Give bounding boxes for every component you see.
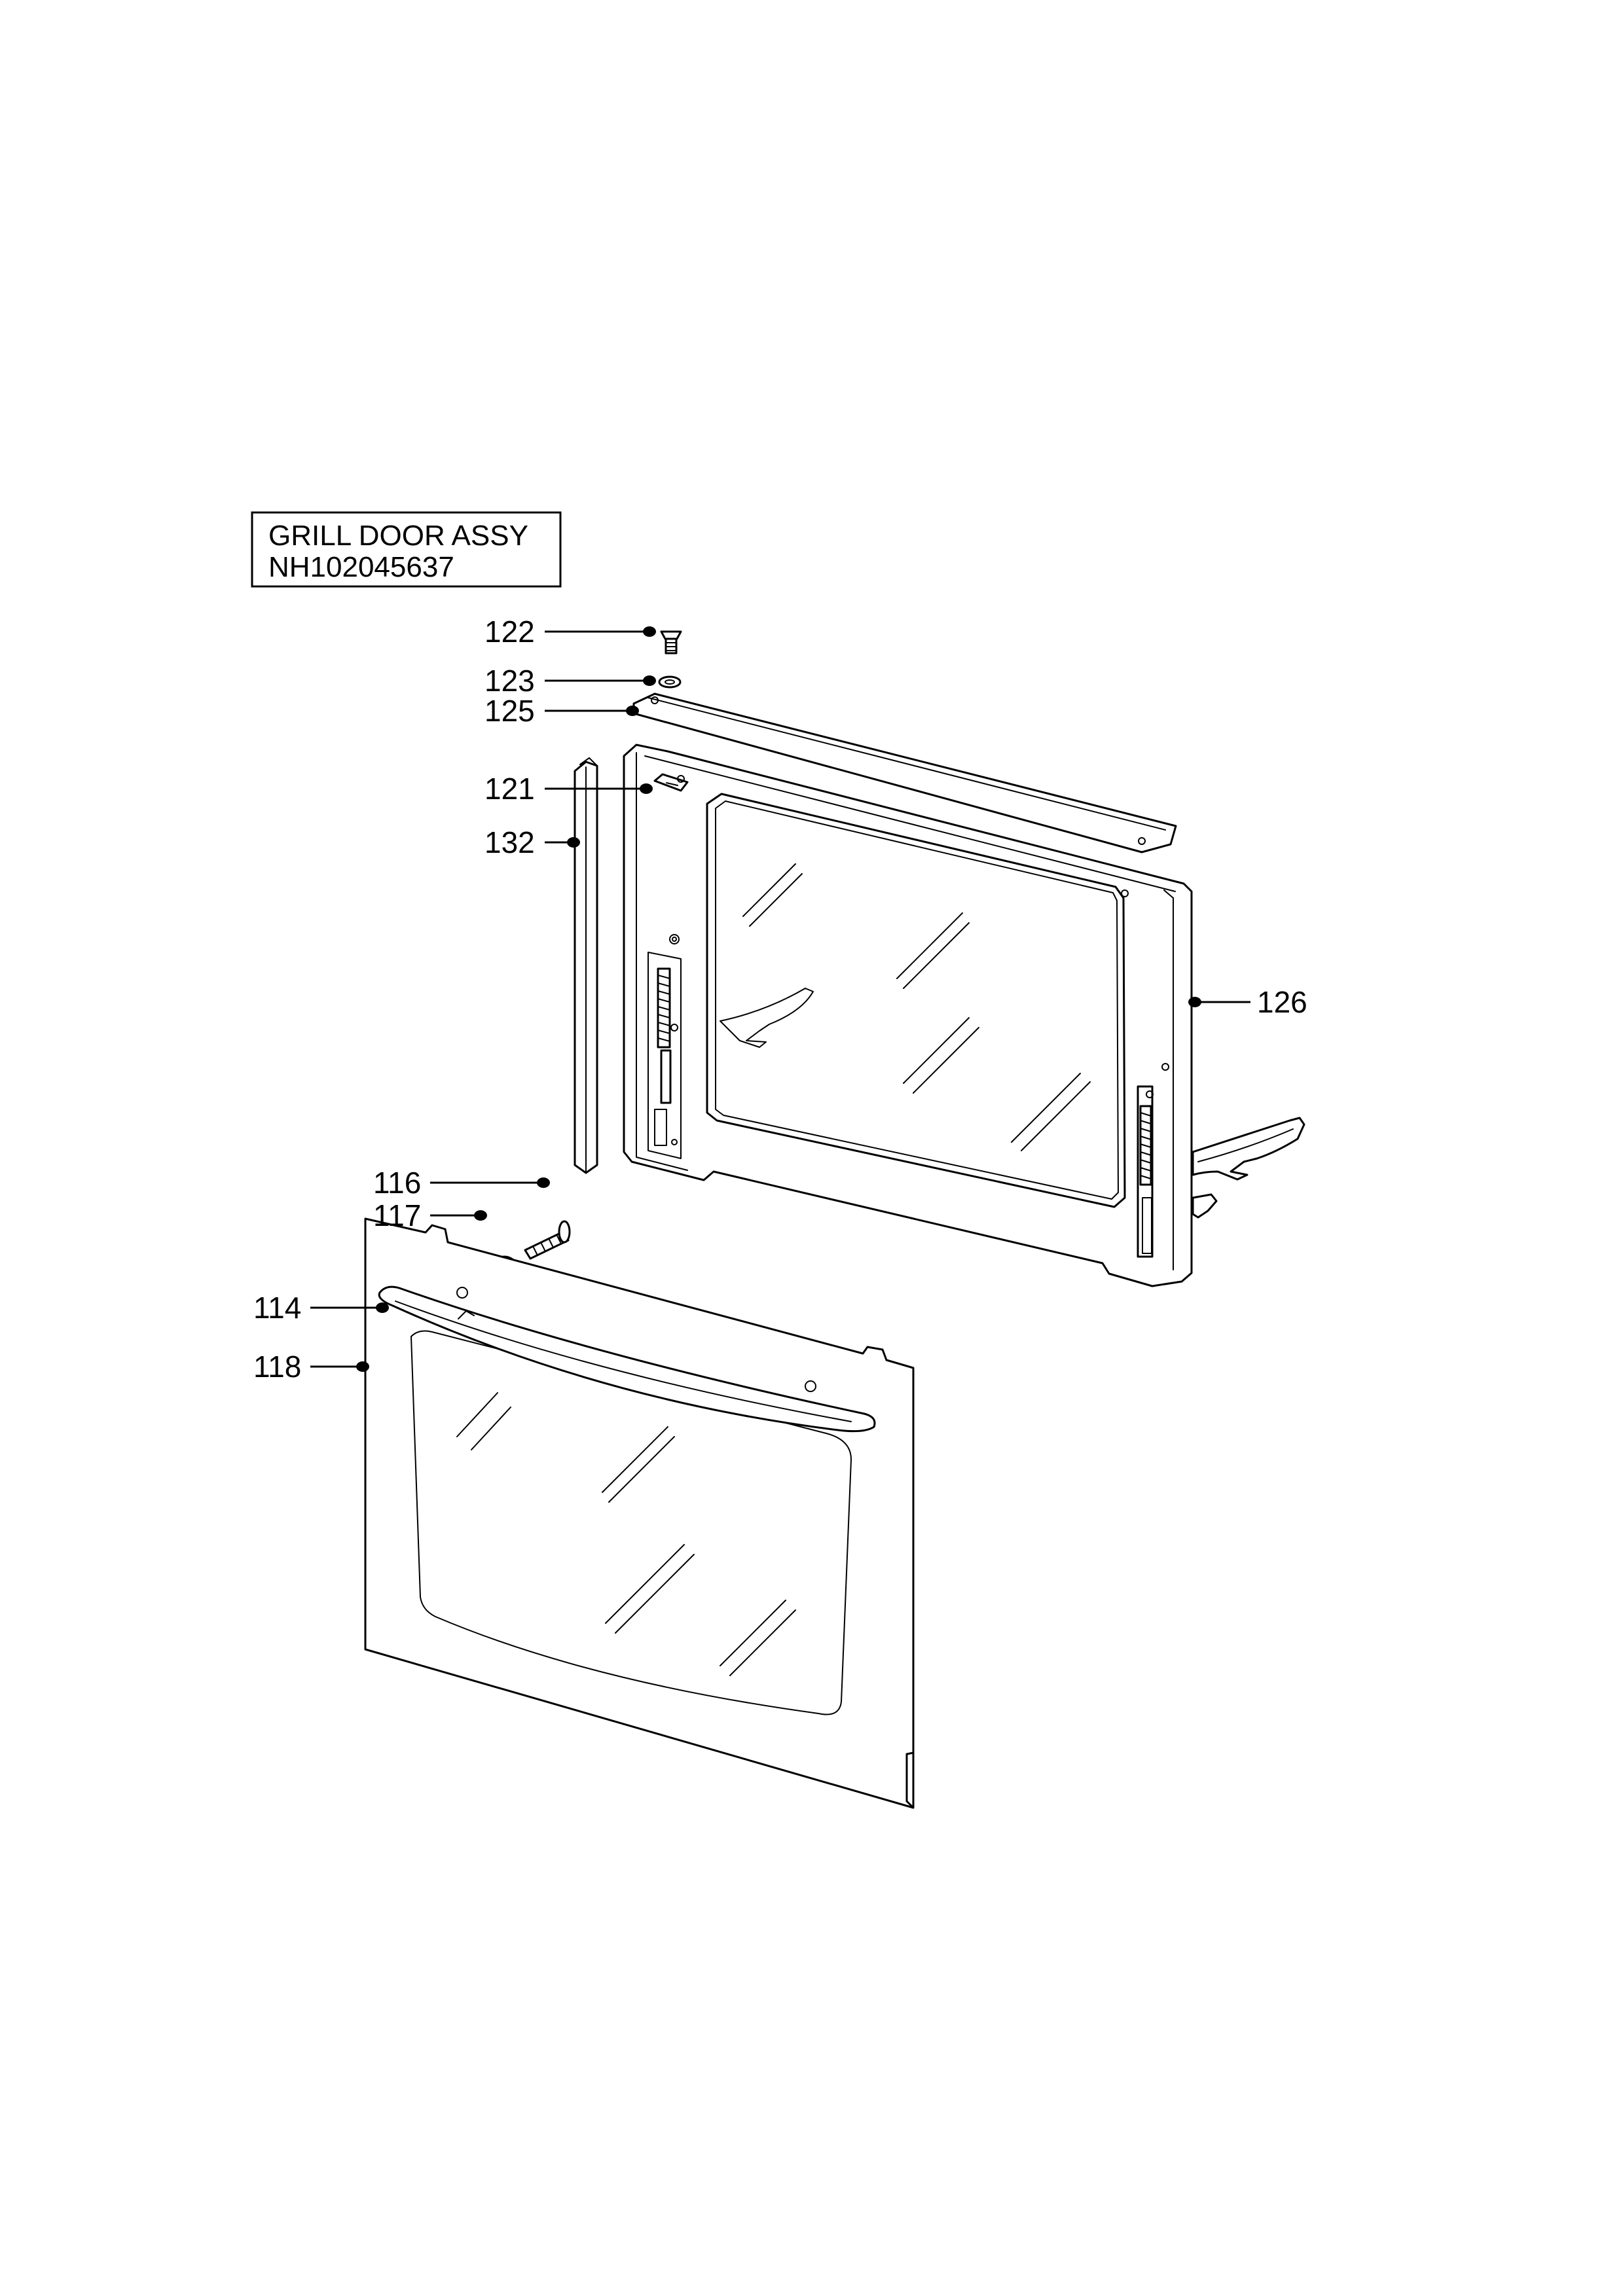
callout-label-132: 132 bbox=[484, 825, 535, 859]
callout-label-118: 118 bbox=[253, 1350, 301, 1384]
part-122-screw bbox=[660, 630, 682, 655]
callout-125: 125 bbox=[484, 694, 639, 728]
assembly-title: GRILL DOOR ASSY bbox=[268, 520, 528, 552]
callout-117: 117 bbox=[373, 1198, 487, 1232]
right-hinge-assembly bbox=[1137, 1085, 1154, 1258]
left-hinge-assembly bbox=[647, 952, 682, 1159]
callout-114: 114 bbox=[253, 1291, 389, 1325]
callout-label-121: 121 bbox=[484, 772, 535, 806]
callout-132: 132 bbox=[484, 825, 580, 859]
callout-123: 123 bbox=[484, 664, 656, 698]
callout-label-122: 122 bbox=[484, 615, 535, 649]
callout-label-116: 116 bbox=[373, 1166, 421, 1200]
callout-116: 116 bbox=[373, 1166, 550, 1200]
callout-label-114: 114 bbox=[253, 1291, 301, 1325]
hinge-lever-arm bbox=[1192, 1117, 1305, 1219]
callout-label-117: 117 bbox=[373, 1198, 421, 1232]
callout-label-126: 126 bbox=[1257, 985, 1307, 1019]
part-118-outer-door-panel bbox=[364, 1217, 915, 1809]
part-123-washer bbox=[658, 675, 682, 689]
callout-126: 126 bbox=[1188, 985, 1307, 1019]
callout-label-123: 123 bbox=[484, 664, 535, 698]
assembly-part-number: NH102045637 bbox=[268, 551, 454, 583]
part-126-inner-door-frame bbox=[623, 744, 1193, 1287]
callout-121: 121 bbox=[484, 772, 653, 806]
part-114-handle bbox=[378, 1285, 876, 1433]
part-121-clip bbox=[653, 773, 689, 792]
part-116-bolt bbox=[524, 1220, 571, 1260]
callout-122: 122 bbox=[484, 615, 656, 649]
callout-label-125: 125 bbox=[484, 694, 535, 728]
title-box: GRILL DOOR ASSY NH102045637 bbox=[251, 511, 562, 588]
callout-118: 118 bbox=[253, 1350, 369, 1384]
part-132-side-strip bbox=[574, 757, 598, 1174]
